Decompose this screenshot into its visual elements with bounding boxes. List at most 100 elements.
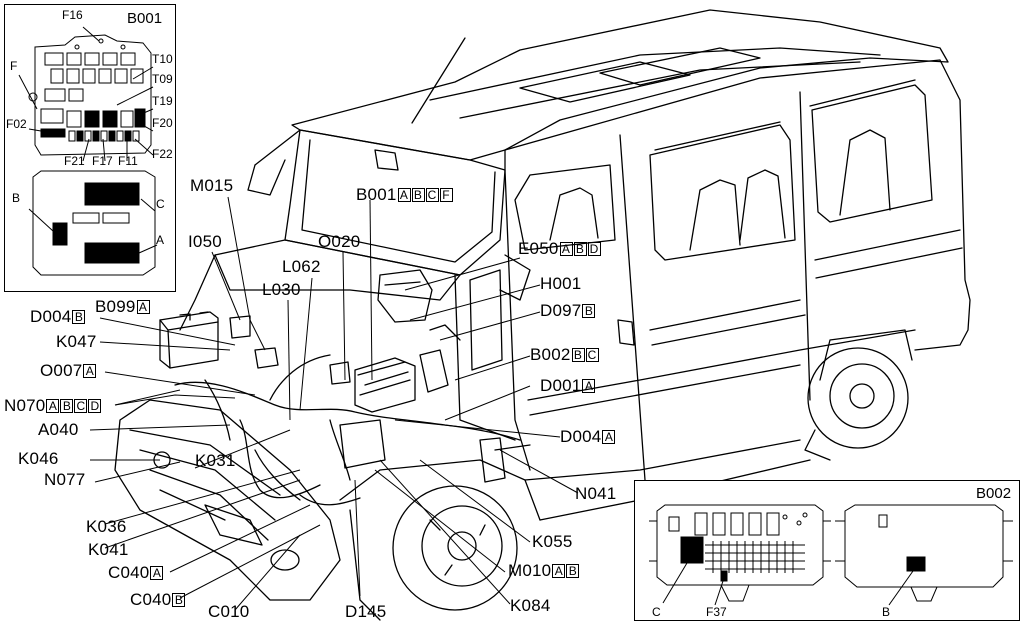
- label-n077: N077: [44, 471, 85, 489]
- label-code: M015: [190, 176, 234, 195]
- label-c010: C010: [208, 603, 249, 621]
- inset-b001: [4, 4, 176, 292]
- label-d145: D145: [345, 603, 386, 621]
- connector-variant-box: A: [602, 430, 616, 444]
- label-k041: K041: [88, 541, 129, 559]
- connector-variant-box: A: [552, 564, 566, 578]
- label-code: C040: [130, 590, 172, 609]
- connector-variant-box: B: [72, 310, 86, 324]
- inset-b001-label-f17: F17: [92, 154, 113, 168]
- label-n041: N041: [575, 485, 616, 503]
- label-code: B001: [356, 185, 397, 204]
- label-code: N077: [44, 470, 86, 489]
- inset-b001-title: B001: [127, 10, 163, 27]
- label-code: K036: [86, 517, 127, 536]
- hood: [214, 239, 461, 301]
- label-l030: L030: [262, 281, 301, 299]
- antenna: [411, 37, 466, 124]
- label-h001: H001: [540, 275, 581, 293]
- connector-variant-box: D: [587, 242, 601, 256]
- label-o020: O020: [318, 233, 360, 251]
- inset-b001-label-t10: T10: [152, 52, 173, 66]
- label-m015: M015: [190, 177, 233, 195]
- label-a040: A040: [38, 421, 79, 439]
- label-code: L062: [282, 257, 321, 276]
- inset-b002-label-f37: F37: [706, 605, 727, 619]
- front-bumper: [114, 399, 341, 601]
- label-code: D001: [540, 376, 582, 395]
- label-code: C010: [208, 602, 250, 621]
- label-code: H001: [540, 274, 582, 293]
- inset-b002-label-c: C: [652, 605, 661, 619]
- inset-b001-label-f16: F16: [62, 8, 83, 22]
- label-code: L030: [262, 280, 301, 299]
- inset-b001-label-t19: T19: [152, 94, 173, 108]
- label-code: B002: [530, 345, 571, 364]
- van-roof: [291, 9, 949, 161]
- label-code: D097: [540, 301, 582, 320]
- label-k031: K031: [195, 452, 236, 470]
- connector-variant-box: C: [74, 399, 88, 413]
- label-code: D145: [345, 602, 387, 621]
- connector-variant-box: A: [46, 399, 60, 413]
- label-k055: K055: [532, 533, 573, 551]
- label-code: C040: [108, 563, 150, 582]
- battery: [159, 311, 219, 369]
- connector-variant-box: A: [83, 364, 97, 378]
- connector-variant-box: A: [397, 188, 411, 202]
- inset-b002-label-b: B: [882, 605, 891, 619]
- connector-variant-box: A: [136, 300, 150, 314]
- side-window-3: [811, 84, 933, 223]
- label-k046: K046: [18, 450, 59, 468]
- connector-variant-box: F: [439, 188, 453, 202]
- inset-b001-label-f22: F22: [152, 147, 173, 161]
- connector-variant-box: C: [585, 348, 599, 362]
- label-code: K084: [510, 596, 551, 615]
- label-k047: K047: [56, 333, 97, 351]
- fuse-box-b001: [354, 357, 416, 413]
- inset-b002-drawing: [649, 504, 1013, 606]
- label-l062: L062: [282, 258, 321, 276]
- inset-b001-label-c: C: [156, 197, 165, 211]
- label-code: M010: [508, 561, 552, 580]
- label-code: O020: [318, 232, 361, 251]
- label-code: A040: [38, 420, 79, 439]
- connector-variant-box: B: [582, 304, 596, 318]
- label-code: E050: [518, 239, 559, 258]
- label-i050: I050: [188, 233, 222, 251]
- connector-variant-box: B: [411, 188, 425, 202]
- inset-b002-title: B002: [976, 485, 1012, 502]
- connector-variant-box: B: [566, 564, 580, 578]
- connector-variant-box: C: [425, 188, 439, 202]
- connector-variant-box: B: [60, 399, 74, 413]
- label-code: K046: [18, 449, 59, 468]
- label-code: K055: [532, 532, 573, 551]
- label-k036: K036: [86, 518, 127, 536]
- connector-variant-box: D: [88, 399, 102, 413]
- inset-b001-label-f20: F20: [152, 116, 173, 130]
- rear-wheel: [807, 347, 909, 449]
- inset-b001-label-f11: F11: [118, 154, 138, 168]
- inset-b001-label-f02: F02: [6, 117, 27, 131]
- label-code: I050: [188, 232, 222, 251]
- inset-b001-drawing: [18, 26, 158, 276]
- inset-b001-label-a: A: [156, 233, 165, 247]
- connector-variant-box: B: [172, 593, 186, 607]
- inset-b002: [634, 480, 1020, 621]
- side-window-1: [514, 164, 616, 251]
- inset-b001-label-b: B: [12, 191, 21, 205]
- label-code: K031: [195, 451, 236, 470]
